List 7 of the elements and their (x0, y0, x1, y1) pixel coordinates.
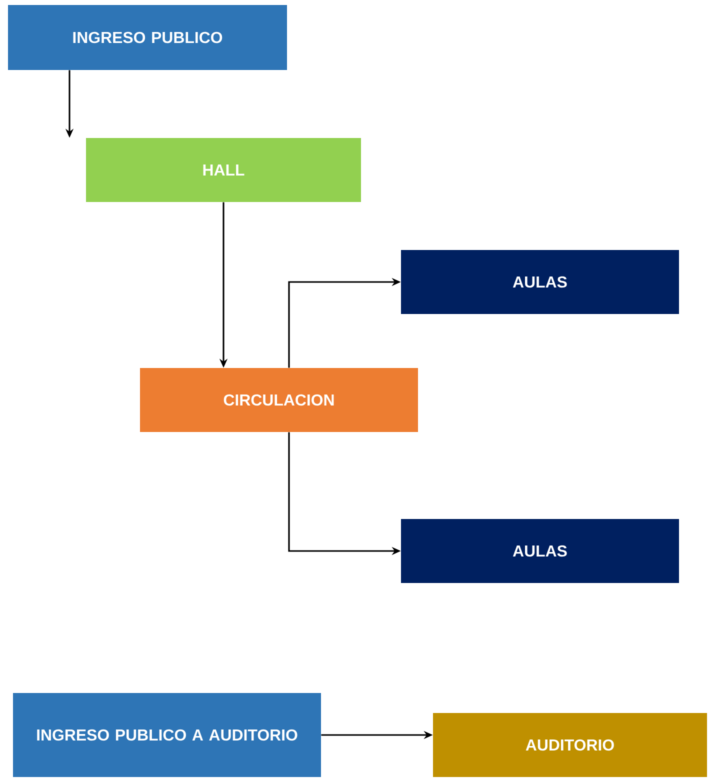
process-box: HALL (86, 138, 361, 202)
process-box: CIRCULACION (140, 368, 418, 432)
process-box: AUDITORIO (433, 713, 707, 777)
process-box: AULAS (401, 519, 679, 583)
process-box: INGRESO PUBLICO A AUDITORIO (13, 693, 321, 777)
process-box: INGRESO PUBLICO (8, 5, 287, 70)
process-box: AULAS (401, 250, 679, 314)
